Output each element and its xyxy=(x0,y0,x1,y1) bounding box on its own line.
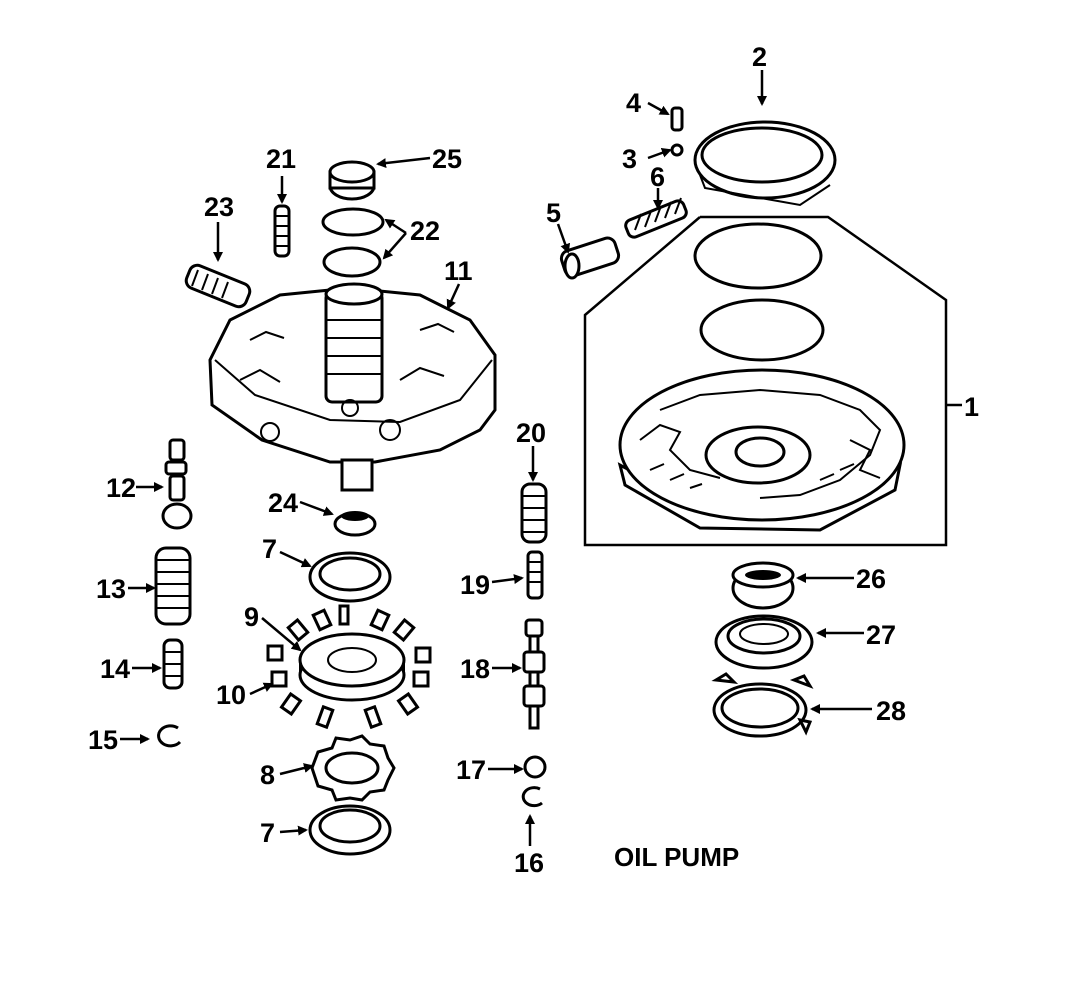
part-28-retainer-ring xyxy=(711,672,814,738)
part-4-plug xyxy=(670,106,684,132)
leader-arrows xyxy=(120,70,872,846)
callout-8: 8 xyxy=(260,760,275,790)
part-22-ring-upper xyxy=(321,207,385,237)
part-17-ball xyxy=(523,755,547,779)
part-7-seal-upper xyxy=(308,551,392,603)
callout-3: 3 xyxy=(622,144,637,174)
part-5-sleeve xyxy=(559,236,621,280)
part-14-spring xyxy=(162,638,184,690)
callout-24: 24 xyxy=(268,488,298,518)
part-2-ring xyxy=(693,120,837,207)
part-7-seal-lower xyxy=(308,804,392,856)
part-1-o-ring-lower xyxy=(699,298,825,362)
diagram-title: OIL PUMP xyxy=(614,842,739,872)
callout-9: 9 xyxy=(244,602,259,632)
part-21-spring xyxy=(273,204,291,258)
callout-26: 26 xyxy=(856,564,886,594)
part-20-spring xyxy=(520,482,548,544)
callout-16: 16 xyxy=(514,848,544,878)
part-11-stator-support xyxy=(208,282,497,492)
callout-19: 19 xyxy=(460,570,490,600)
callout-14: 14 xyxy=(100,654,130,684)
callout-12: 12 xyxy=(106,473,136,503)
part-12-valve xyxy=(161,438,193,530)
callout-4: 4 xyxy=(626,88,641,118)
callout-28: 28 xyxy=(876,696,906,726)
callout-22: 22 xyxy=(410,216,440,246)
part-27-seal xyxy=(714,614,814,670)
part-10-vanes xyxy=(266,604,432,730)
callout-1: 1 xyxy=(964,392,979,422)
callout-23: 23 xyxy=(204,192,234,222)
callout-11: 11 xyxy=(444,256,473,286)
part-1-o-ring-upper xyxy=(693,222,823,290)
callout-15: 15 xyxy=(88,725,118,755)
part-22-ring-lower xyxy=(322,246,382,278)
part-9-rotor xyxy=(298,632,406,702)
callout-7-lower: 7 xyxy=(260,818,275,848)
callout-10: 10 xyxy=(216,680,246,710)
part-15-clip xyxy=(157,724,182,748)
callout-20: 20 xyxy=(516,418,546,448)
callout-7-upper: 7 xyxy=(262,534,277,564)
callout-6: 6 xyxy=(650,162,665,192)
part-23-valve xyxy=(184,263,252,309)
part-6-spring xyxy=(624,197,688,239)
part-1-pump-body xyxy=(617,368,906,532)
callout-25: 25 xyxy=(432,144,462,174)
callout-13: 13 xyxy=(96,574,126,604)
callout-21: 21 xyxy=(266,144,296,174)
part-19-spring xyxy=(526,550,544,600)
part-18-valve xyxy=(522,618,546,730)
callout-27: 27 xyxy=(866,620,896,650)
part-26-bushing xyxy=(731,561,795,610)
callout-17: 17 xyxy=(456,755,486,785)
callout-18: 18 xyxy=(460,654,490,684)
callout-2: 2 xyxy=(752,42,767,72)
part-8-gear xyxy=(310,734,396,802)
part-25-bushing xyxy=(328,160,376,201)
part-13-spring xyxy=(154,546,192,626)
callout-5: 5 xyxy=(546,198,561,228)
part-16-clip xyxy=(521,786,543,808)
part-24-bushing xyxy=(333,511,377,537)
part-3-ball xyxy=(670,143,684,157)
assembly-1-bracket xyxy=(583,215,948,547)
